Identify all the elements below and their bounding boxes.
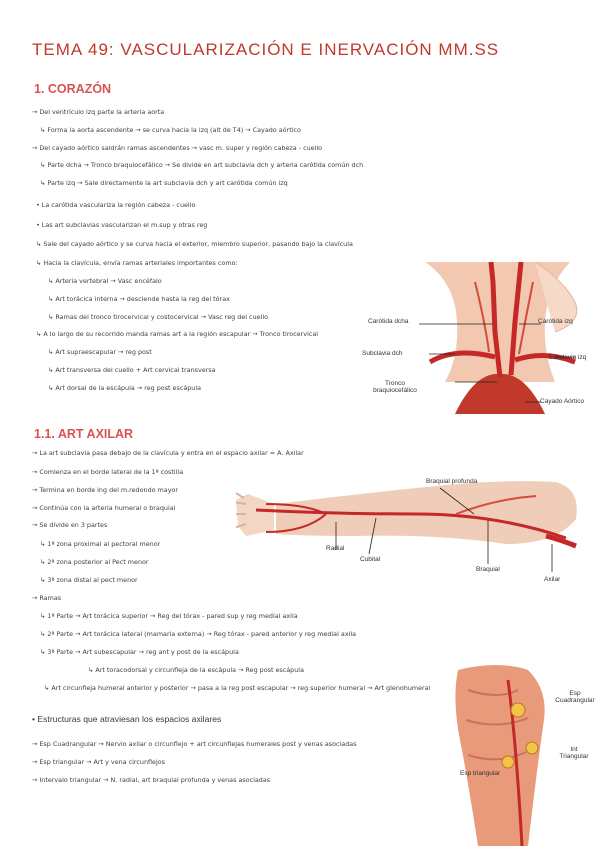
section3-line: → Intervalo triangular → N. radial, art …	[32, 776, 271, 784]
section2-line: → Continúa con la arteria humeral o braq…	[32, 504, 176, 512]
section1-line: → Del cayado aórtico saldrán ramas ascen…	[32, 144, 323, 152]
section1-line: ↳ Art torácica interna → desciende hasta…	[48, 295, 230, 303]
label-subclavia-izq: Subclavia izq	[548, 354, 587, 361]
page-title: TEMA 49: VASCULARIZACIÓN E INERVACIÓN MM…	[32, 40, 500, 59]
section2-line: → La art subclavia pasa debajo de la cla…	[32, 449, 304, 457]
section1-line: ↳ Forma la aorta ascendente → se curva h…	[40, 126, 301, 134]
label-braquial: Braquial	[476, 566, 500, 573]
arm-arteries-illustration	[231, 474, 586, 574]
label-subclavia-dch: Subclavia dch	[362, 350, 403, 357]
section2-line: ↳ 3ª zona distal al pect menor	[40, 576, 138, 584]
section2-line: ↳ 1ª Parte → Art torácica superior → Reg…	[40, 612, 298, 620]
label-radial: Radial	[326, 545, 345, 552]
section1-line: ↳ Art dorsal de la escápula → reg post e…	[48, 384, 202, 392]
section2-line: ↳ 2ª zona posterior al Pect menor	[40, 558, 149, 566]
section1-line: ↳ Ramas del tronco tirocervical y costoc…	[48, 313, 269, 321]
label-cubital: Cubital	[360, 556, 381, 563]
label-int-triangular: Int Triangular	[559, 746, 589, 760]
label-axilar: Axilar	[544, 576, 561, 583]
section1-line: → Del ventrículo izq parte la arteria ao…	[32, 108, 165, 116]
section2-line: ↳ Art circunfleja humeral anterior y pos…	[44, 684, 431, 692]
section1-line: ↳ Parte dcha → Tronco braquiocefálico → …	[40, 161, 364, 169]
label-esp-triangular: Esp triangular	[460, 770, 501, 777]
label-braquial-profunda: Braquial profunda	[426, 478, 478, 485]
section1-line: ↳ Hacia la clavícula, envía ramas arteri…	[36, 259, 238, 267]
section1-line: ↳ Arteria vertebral → Vasc encéfalo	[48, 277, 162, 285]
label-carotida-dcha: Carótida dcha	[368, 318, 409, 325]
section1-line: ↳ Art supraescapular → reg post	[48, 348, 152, 356]
section1-line: ↳ Art transversa del cuello + Art cervic…	[48, 366, 216, 374]
neck-arteries-illustration	[415, 261, 585, 414]
label-carotida-izq: Carótida izq	[538, 318, 573, 325]
label-esp-cuadrangular: Esp Cuadrangular	[555, 690, 595, 704]
section1-line: ↳ A lo largo de su recorrido manda ramas…	[36, 330, 319, 338]
section2-line: → Ramas	[32, 594, 62, 602]
shoulder-spaces-illustration	[448, 660, 554, 847]
section3-line: → Esp Cuadrangular → Nervio axilar o cir…	[32, 740, 357, 748]
section2-line: ↳ 1ª zona proximal al pectoral menor	[40, 540, 161, 548]
section2-line: → Comienza en el borde lateral de la 1ª …	[32, 468, 184, 476]
section2-line: → Termina en borde ing del m.redondo may…	[32, 486, 179, 494]
label-cayado-aortico: Cayado Aórtico	[540, 398, 585, 405]
section1-line: ↳ Sale del cayado aórtico y se curva hac…	[36, 240, 353, 248]
section2-line: ↳ 3ª Parte → Art subescapular → reg ant …	[40, 648, 239, 656]
section-heading-art-axilar: 1.1. ART AXILAR	[34, 427, 134, 441]
section-heading-corazon: 1. CORAZÓN	[34, 82, 112, 96]
section1-line: ↳ Parte izq → Sale directamente la art s…	[40, 179, 288, 187]
section-heading-espacios-axilares: • Estructuras que atraviesan los espacio…	[32, 714, 222, 724]
section1-line: • Las art subclavias vascularizan el m.s…	[36, 221, 208, 229]
section3-line: → Esp triangular → Art y vena circunflej…	[32, 758, 165, 766]
section2-line: ↳ Art toracodorsal y circunfleja de la e…	[88, 666, 304, 674]
label-tronco-braquiocefalico: Tronco braquiocefálico	[373, 380, 417, 394]
section2-line: ↳ 2ª Parte → Art torácica lateral (mamar…	[40, 630, 357, 638]
section2-line: → Se divide en 3 partes	[32, 521, 108, 529]
section1-line: • La carótida vasculariza la región cabe…	[36, 201, 196, 209]
